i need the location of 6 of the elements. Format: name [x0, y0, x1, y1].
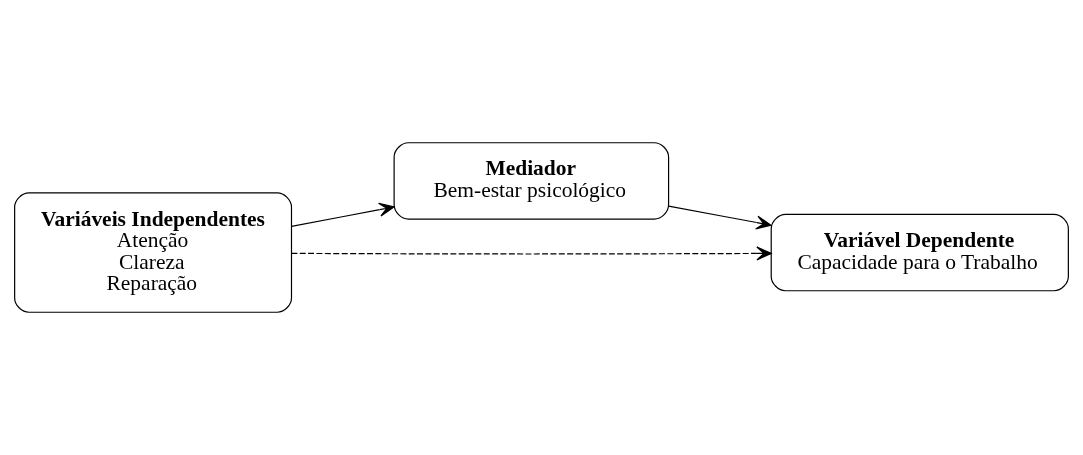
arrow: [290, 202, 395, 227]
arrow: [290, 246, 772, 261]
node-box: Mediador Bem-estar psicológico: [393, 142, 670, 220]
arrow: [668, 205, 772, 230]
node-box: Variáveis Independentes Atenção Clareza Reparação: [14, 192, 293, 313]
node-box: Variável Dependente Capacidade para o Trabalho: [770, 213, 1069, 292]
